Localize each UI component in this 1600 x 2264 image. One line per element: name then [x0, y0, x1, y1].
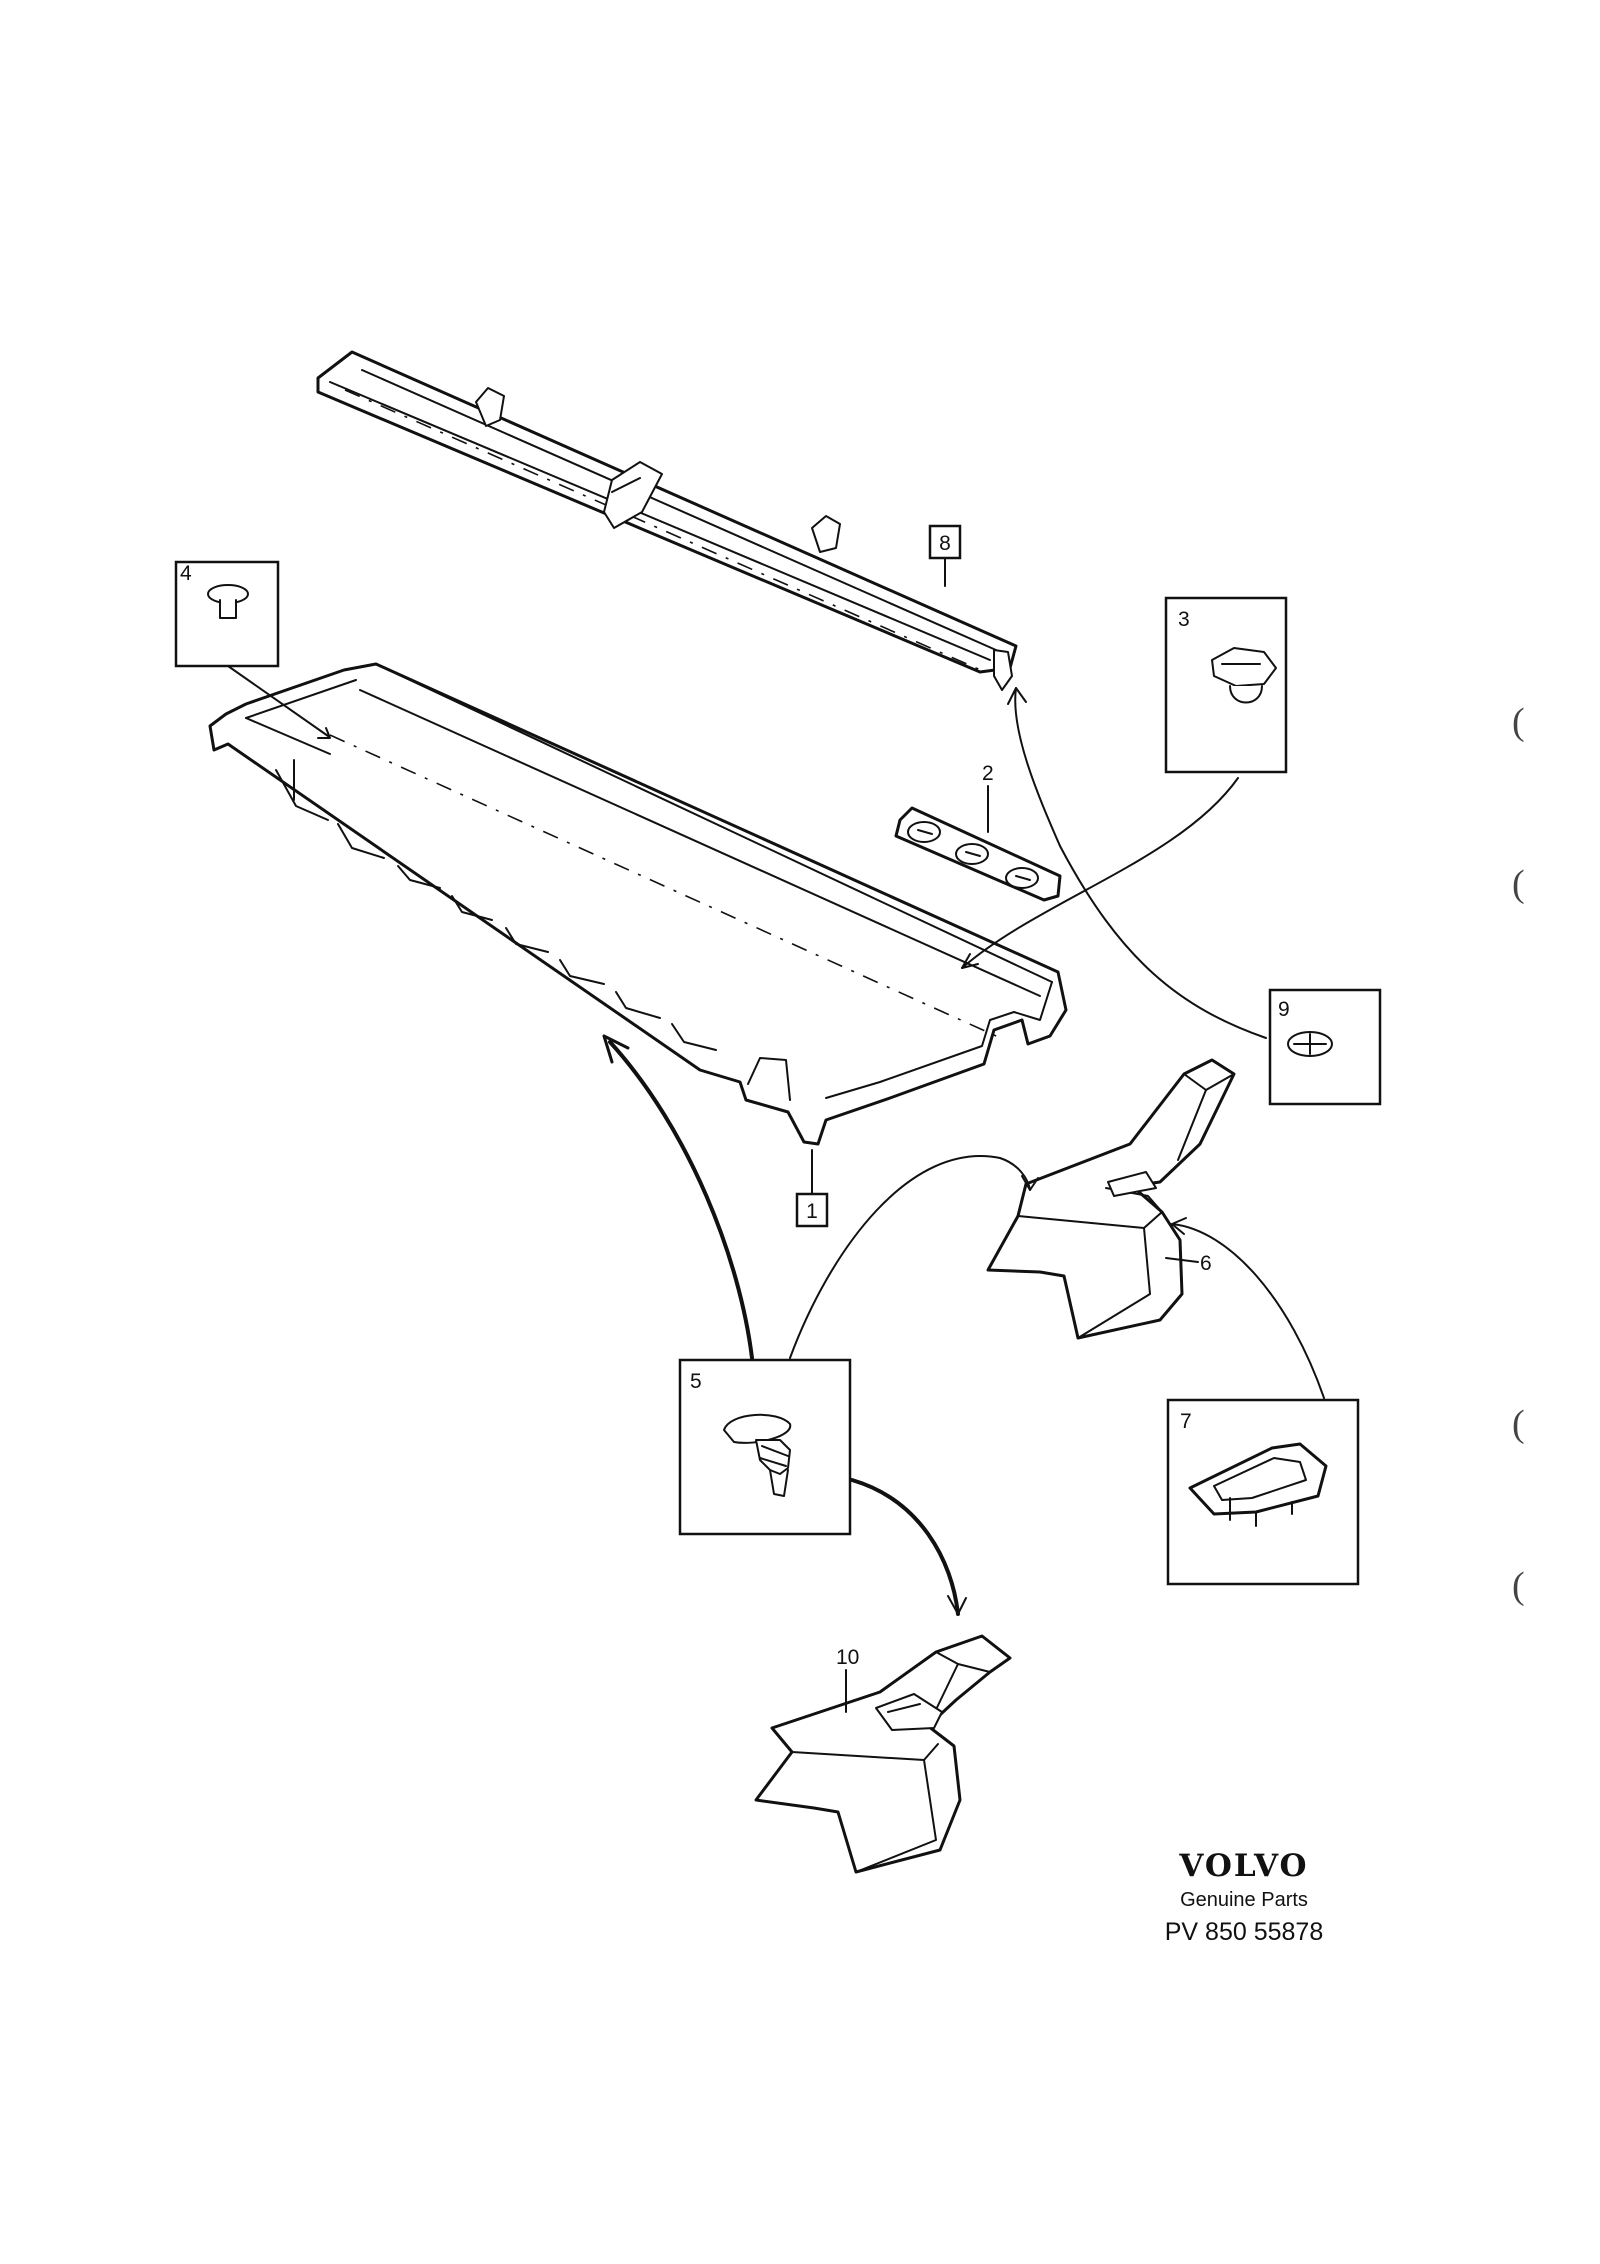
part-3-box: 3: [1164, 596, 1288, 774]
leader-5-to-panel: [608, 1040, 754, 1360]
part-9-box: 9: [1268, 988, 1382, 1106]
part-2-clip-strip: [894, 806, 1062, 902]
part-6-bracket: [986, 1058, 1236, 1340]
part-1-panel: [208, 662, 1068, 1146]
label-2: 2: [982, 762, 994, 785]
label-7: 7: [1180, 1410, 1192, 1433]
volvo-branding: VOLVO Genuine Parts PV 850 55878: [1165, 1848, 1323, 1946]
part-9-nut-icon: [1287, 1031, 1333, 1057]
part-code: PV 850 55878: [1165, 1918, 1323, 1946]
label-5: 5: [690, 1370, 702, 1393]
part-5-rivet-icon: [723, 1413, 792, 1497]
label-2-callout: 2: [982, 762, 994, 833]
label-10: 10: [836, 1646, 859, 1669]
leader-9-to-strip: [1014, 687, 1267, 1039]
leader-7-to-part-6: [1171, 1223, 1325, 1399]
label-8: 8: [939, 532, 951, 555]
leader-3-to-panel: [961, 777, 1239, 969]
margin-mark: (: [1512, 863, 1525, 905]
part-4-pin-icon: [207, 584, 249, 619]
part-10-bracket: [754, 1634, 1012, 1874]
margin-mark: (: [1512, 1403, 1525, 1445]
margin-marks: ( ( ( (: [1512, 701, 1525, 1607]
label-6-callout: 6: [1165, 1252, 1212, 1275]
label-1-callout: 1: [795, 1149, 829, 1228]
leader-5-to-part-10: [850, 1478, 960, 1616]
part-7-box: 7: [1166, 1398, 1360, 1586]
part-3-clip-icon: [1211, 647, 1277, 704]
leader-5-to-part-6: [789, 1155, 1031, 1359]
brand-logo: VOLVO: [1178, 1848, 1308, 1884]
label-3: 3: [1178, 608, 1190, 631]
part-4-box: 4: [174, 560, 331, 739]
label-9: 9: [1278, 998, 1290, 1021]
label-10-callout: 10: [836, 1646, 859, 1713]
part-5-box: 5: [678, 1358, 852, 1536]
label-8-callout: 8: [928, 524, 962, 587]
label-1: 1: [806, 1200, 818, 1223]
part-8-trim-strip: [316, 350, 1018, 691]
label-6: 6: [1200, 1252, 1212, 1275]
margin-mark: (: [1512, 701, 1525, 743]
part-7-clip-icon: [1188, 1442, 1328, 1527]
margin-mark: (: [1512, 1565, 1525, 1607]
brand-tagline: Genuine Parts: [1180, 1889, 1308, 1911]
label-4: 4: [180, 562, 192, 585]
